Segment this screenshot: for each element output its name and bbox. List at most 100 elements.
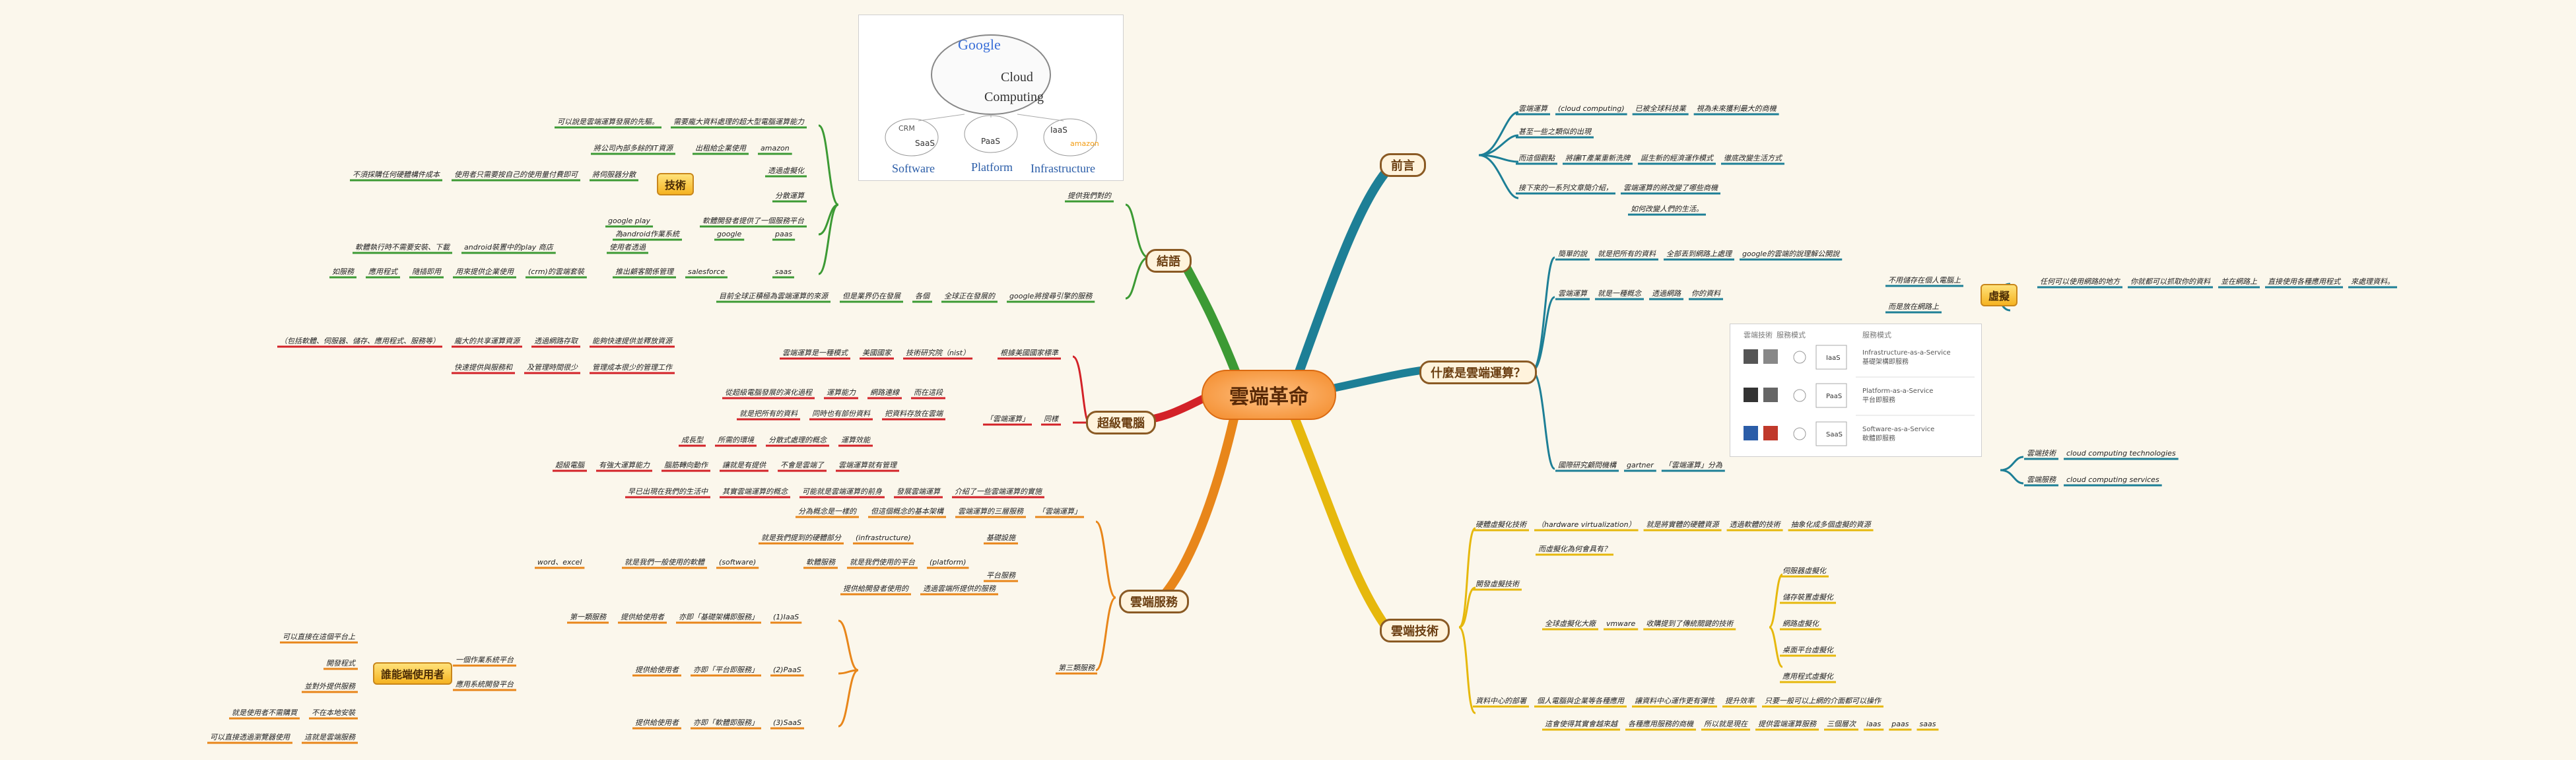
branch-label[interactable]: 美國國家 (862, 349, 893, 357)
branch-label[interactable]: 透過雲端所提供的服務 (923, 584, 997, 593)
branch-label[interactable]: 硬體虛擬化技術 (1475, 520, 1528, 529)
branch-label[interactable]: 甚至一些之類似的出現 (1518, 127, 1592, 136)
branch-label[interactable]: 分為概念是一樣的 (798, 507, 858, 516)
branch-label[interactable]: （包括軟體、伺服器、儲存、應用程式、服務等） (280, 337, 440, 345)
branch-label[interactable]: 亦即「平台即服務」 (693, 666, 759, 674)
branch-label[interactable]: 任何可以使用網路的地方 (2040, 277, 2121, 286)
branch-label[interactable]: 亦即「軟體即服務」 (693, 718, 759, 727)
branch-label[interactable]: 腦筋轉向動作 (664, 461, 709, 469)
branch-label[interactable]: 已被全球科技業 (1635, 104, 1687, 113)
branch-label[interactable]: 「雲端運算」 (986, 415, 1029, 423)
branch-label[interactable]: 全球正在發展的 (944, 292, 996, 300)
branch-label[interactable]: 把資料存放在雲端 (885, 409, 944, 418)
branch-label[interactable]: 提供給開發者使用的 (843, 584, 910, 593)
branch-label[interactable]: 全部丟到網路上處理 (1666, 250, 1733, 258)
branch-label[interactable]: 從超級電腦發展的演化過程 (725, 388, 813, 397)
branch-label[interactable]: 使用者只需要按自己的使用量付費即可 (454, 170, 579, 179)
branch-label[interactable]: 雲端運算的三層服務 (958, 507, 1025, 516)
branch-label[interactable]: 可以直接在這個平台上 (283, 633, 356, 641)
branch-label[interactable]: 視為未來獲利最大的商機 (1697, 104, 1777, 113)
branch-label[interactable]: 而是放在網路上 (1888, 302, 1940, 311)
branch-label[interactable]: 讓資料中心運作更有彈性 (1635, 697, 1715, 705)
branch-label[interactable]: 用來提供企業使用 (456, 267, 514, 276)
branch-label[interactable]: 管理成本很少的管理工作 (592, 363, 673, 372)
branch-label[interactable]: 徹底改變生活方式 (1724, 154, 1783, 162)
branch-label[interactable]: 根據美國國家標準 (1000, 349, 1059, 357)
branch-label[interactable]: 目前全球正積極為雲端運算的來源 (719, 292, 829, 300)
branch-label[interactable]: 第三類服務 (1058, 664, 1096, 672)
topic-qianyan[interactable]: 前言 (1380, 153, 1426, 177)
branch-label[interactable]: 這就是雲端服務 (304, 733, 356, 742)
branch-label[interactable]: 將讓IT產業重新洗牌 (1565, 154, 1631, 162)
branch-label[interactable]: 儲存裝置虛擬化 (1782, 593, 1835, 602)
branch-label[interactable]: 應用程式虛擬化 (1782, 672, 1835, 681)
branch-label[interactable]: cloud computing services (2066, 475, 2159, 484)
branch-label[interactable]: 提供給使用者 (635, 666, 680, 674)
branch-label[interactable]: 運算效能 (841, 436, 871, 444)
branch-label[interactable]: 個人電腦與企業等各種應用 (1537, 697, 1625, 705)
branch-label[interactable]: 各種應用服務的商機 (1628, 720, 1694, 728)
branch-label[interactable]: 快速提供與服務和 (454, 363, 513, 372)
branch-label[interactable]: 不用儲存在個人電腦上 (1888, 276, 1961, 285)
branch-label[interactable]: 亦即「基礎架構即服務」 (679, 613, 759, 621)
branch-label[interactable]: 隨插即用 (412, 267, 442, 276)
branch-label[interactable]: 透過網路存取 (534, 337, 579, 345)
branch-label[interactable]: 所需的環境 (718, 436, 755, 444)
branch-label[interactable]: iaas (1866, 720, 1881, 728)
branch-label[interactable]: 如服務 (332, 267, 355, 276)
branch-label[interactable]: paas (774, 230, 792, 238)
branch-label[interactable]: 讓就是有提供 (722, 461, 767, 469)
branch-label[interactable]: 你的資料 (1691, 289, 1721, 298)
branch-label[interactable]: 提供雲端運算服務 (1758, 720, 1817, 728)
branch-label[interactable]: 就是把所有的資料 (1598, 250, 1656, 258)
branch-label[interactable]: 軟體服務 (806, 558, 836, 567)
branch-label[interactable]: 抽象化成多個虛擬的資源 (1791, 520, 1872, 529)
branch-label[interactable]: android裝置中的play 商店 (464, 243, 555, 252)
branch-label[interactable]: 分散式處理的概念 (768, 436, 828, 444)
branch-label[interactable]: google將搜尋引擎的服務 (1009, 292, 1093, 300)
branch-label[interactable]: 雲端運算是一種模式 (782, 349, 849, 357)
branch-label[interactable]: 這會使得其實會越來越 (1545, 720, 1619, 728)
branch-label[interactable]: 來處理資料。 (2351, 277, 2394, 286)
branch-label[interactable]: 其實雲端運算的概念 (722, 487, 789, 496)
branch-label[interactable]: 雲端服務 (2027, 475, 2057, 484)
branch-label[interactable]: 桌面平台虛擬化 (1782, 646, 1835, 654)
branch-label[interactable]: 而在這段 (914, 388, 943, 397)
branch-label[interactable]: 可以說是雲端運算發展的先驅。 (557, 118, 659, 126)
branch-label[interactable]: (software) (719, 558, 756, 567)
branch-label[interactable]: 三個層次 (1827, 720, 1857, 728)
topic-jieyu[interactable]: 結語 (1145, 249, 1192, 273)
branch-label[interactable]: 同樣 (1044, 415, 1060, 423)
branch-label[interactable]: 透過網路 (1652, 289, 1681, 298)
branch-label[interactable]: 將伺服器分散 (592, 170, 637, 179)
branch-label[interactable]: 資料中心的部署 (1475, 697, 1528, 705)
branch-label[interactable]: 但這個概念的基本架構 (871, 507, 945, 516)
branch-label[interactable]: 就是把所有的資料 (739, 409, 798, 418)
branch-label[interactable]: amazon (761, 144, 790, 153)
topic-cloud-tech[interactable]: 雲端技術 (1380, 619, 1450, 642)
branch-label[interactable]: 為android作業系統 (615, 230, 681, 238)
branch-label[interactable]: 可以直接透過瀏覽器使用 (210, 733, 290, 742)
branch-label[interactable]: (cloud computing) (1558, 104, 1625, 113)
branch-label[interactable]: 而這個觀點 (1518, 154, 1556, 162)
branch-label[interactable]: 提升效率 (1725, 697, 1755, 705)
branch-label[interactable]: 「雲端運算」分為 (1664, 461, 1723, 469)
branch-label[interactable]: 分散運算 (775, 191, 805, 200)
branch-label[interactable]: 就是一種概念 (1598, 289, 1643, 298)
branch-label[interactable]: 所以就是現在 (1704, 720, 1749, 728)
branch-label[interactable]: 一個作業系統平台 (456, 656, 514, 664)
branch-label[interactable]: 但是業界仍在發展 (842, 292, 901, 300)
branch-label[interactable]: 透過虛擬化 (768, 166, 805, 175)
branch-label[interactable]: 提供給使用者 (621, 613, 665, 621)
branch-label[interactable]: salesforce (688, 267, 725, 276)
branch-label[interactable]: 技術研究院（nist） (906, 349, 970, 357)
badge-virtual[interactable]: 虛擬 (1981, 284, 2018, 306)
branch-label[interactable]: 提供給使用者 (635, 718, 680, 727)
branch-label[interactable]: (crm)的雲端套裝 (528, 267, 586, 276)
branch-label[interactable]: 平台服務 (986, 571, 1017, 580)
branch-label[interactable]: 推出顧客關係管理 (615, 267, 675, 276)
branch-label[interactable]: 超級電腦 (555, 461, 586, 469)
branch-label[interactable]: (2)PaaS (773, 666, 801, 674)
branch-label[interactable]: (platform) (930, 558, 966, 567)
branch-label[interactable]: 早已出現在我們的生活中 (628, 487, 708, 496)
